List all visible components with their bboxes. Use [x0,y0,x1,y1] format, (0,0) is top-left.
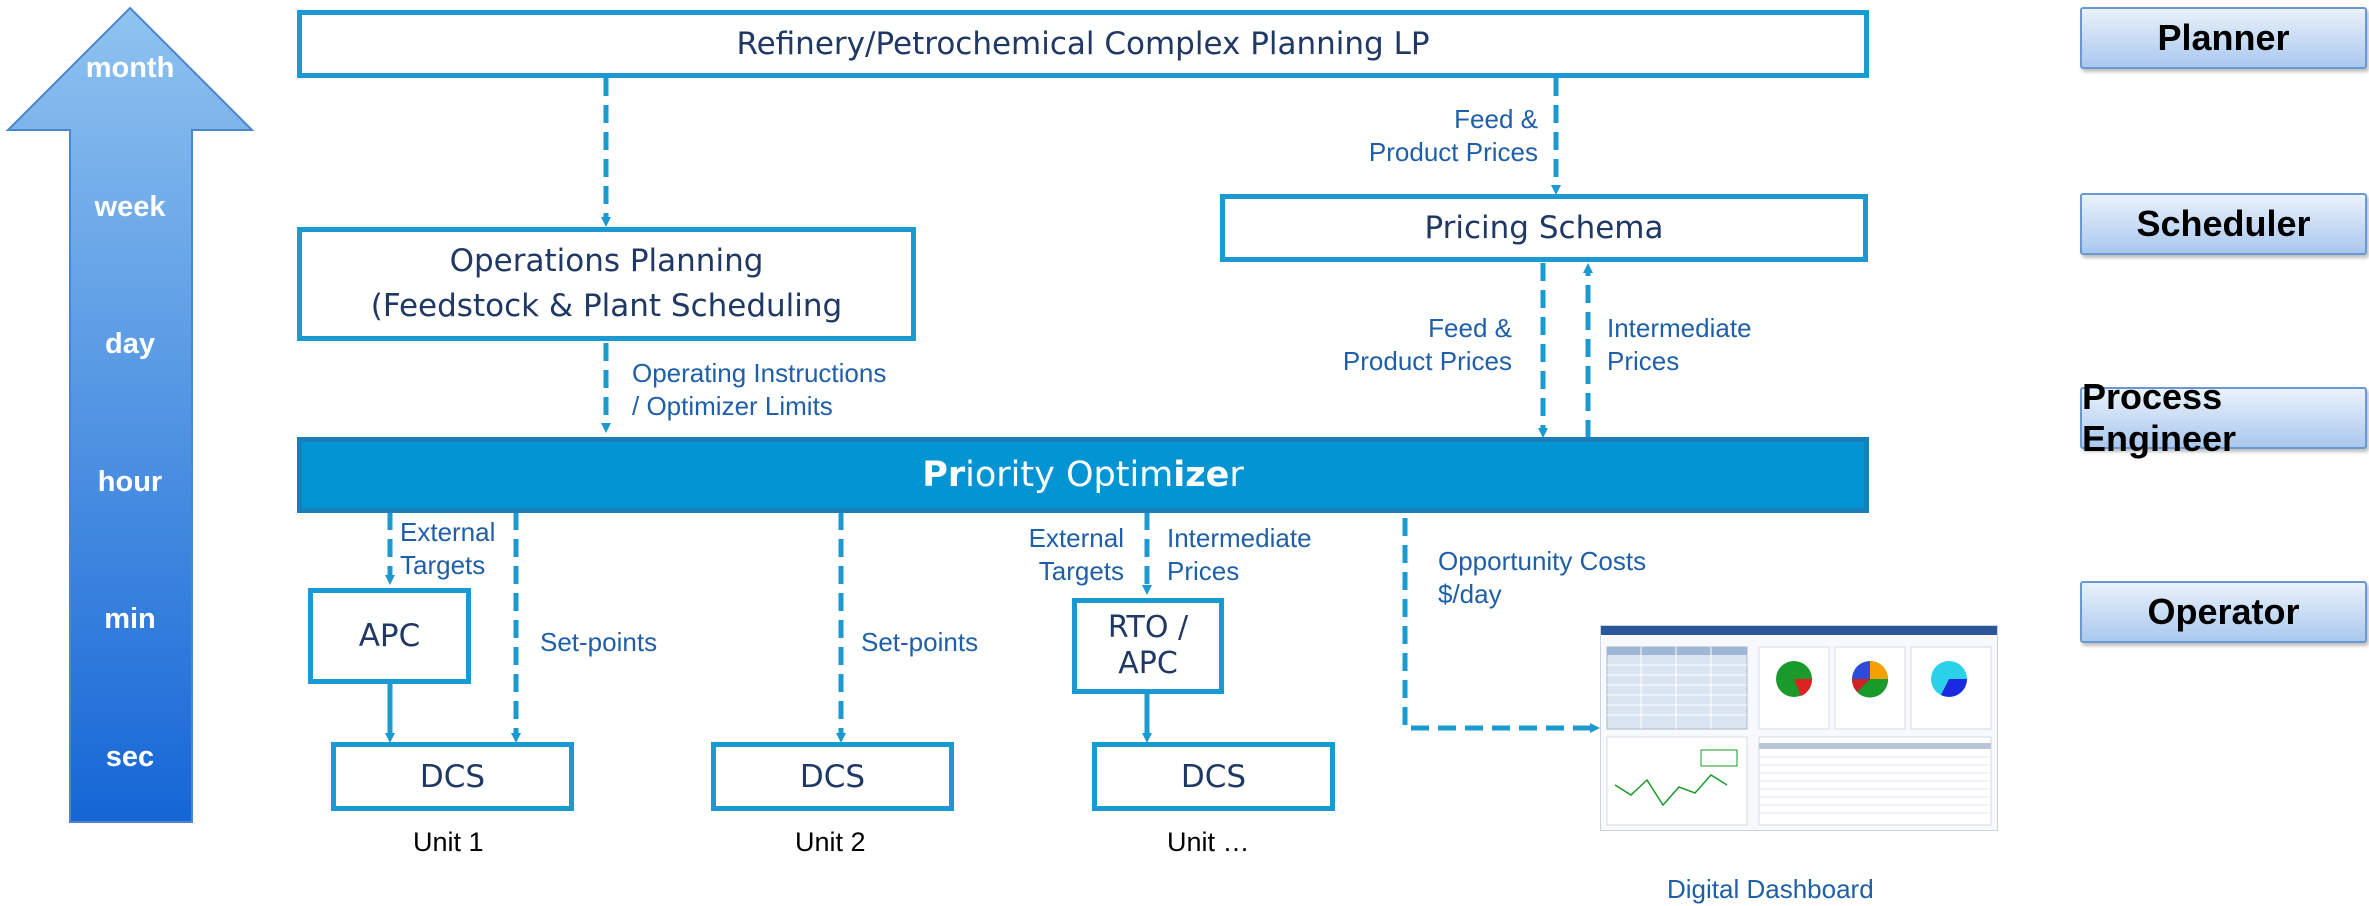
dashboard-preview [1606,646,1992,826]
pricing-schema-title: Pricing Schema [1424,210,1664,246]
rto-line1: RTO / [1107,610,1189,645]
label-setpoints-1: Set-points [540,627,658,657]
role-scheduler[interactable]: Scheduler [2080,193,2367,255]
rto-apc-box: RTO / APC [1072,598,1224,694]
pricing-schema-box: Pricing Schema [1220,194,1868,262]
label-feed-prices-top: Feed &Product Prices [1368,104,1538,167]
priority-optimizer-box: Priority Optimizer [297,437,1869,513]
label-operating-instructions: Operating Instructions/ Optimizer Limits [632,358,887,421]
apc-label: APC [358,618,421,654]
dcs-label: DCS [1180,758,1247,795]
arrow-optimizer-to-dashboard [1402,518,1600,733]
planning-lp-title: Refinery/Petrochemical Complex Planning … [736,26,1430,62]
unit-label-1: Unit 1 [413,827,484,857]
dcs-box-unit1: DCS [331,742,574,811]
label-digital-dashboard: Digital Dashboard [1667,874,1874,904]
time-scale-arrow-shape [5,6,255,823]
time-tick-min: min [104,603,156,635]
dcs-label: DCS [419,758,486,795]
planning-lp-box: Refinery/Petrochemical Complex Planning … [297,10,1869,78]
dcs-box-unit2: DCS [711,742,954,811]
operations-planning-box: Operations Planning (Feedstock & Plant S… [297,227,916,341]
dcs-label: DCS [799,758,866,795]
digital-dashboard-thumbnail[interactable] [1600,625,1998,831]
operations-planning-line2: (Feedstock & Plant Scheduling [370,288,843,324]
apc-box: APC [308,588,471,684]
operations-planning-line1: Operations Planning [449,243,764,279]
label-feed-prices-mid: Feed &Product Prices [1342,313,1512,376]
role-operator[interactable]: Operator [2080,581,2367,643]
priority-optimizer-title: Priority Optimizer [922,455,1244,495]
time-tick-month: month [85,52,175,84]
unit-label-2: Unit 2 [795,827,866,857]
time-scale-arrow: month week day hour min sec [0,0,260,830]
time-tick-sec: sec [105,741,155,773]
role-planner[interactable]: Planner [2080,7,2367,69]
label-setpoints-2: Set-points [861,627,979,657]
rto-line2: APC [1118,646,1178,681]
time-tick-hour: hour [97,466,163,498]
dcs-box-unit3: DCS [1092,742,1335,811]
dashboard-titlebar [1601,626,1997,635]
unit-label-3: Unit … [1167,827,1250,857]
label-opportunity-costs: Opportunity Costs$/day [1438,546,1647,609]
time-tick-week: week [94,191,166,223]
time-tick-day: day [105,328,155,360]
